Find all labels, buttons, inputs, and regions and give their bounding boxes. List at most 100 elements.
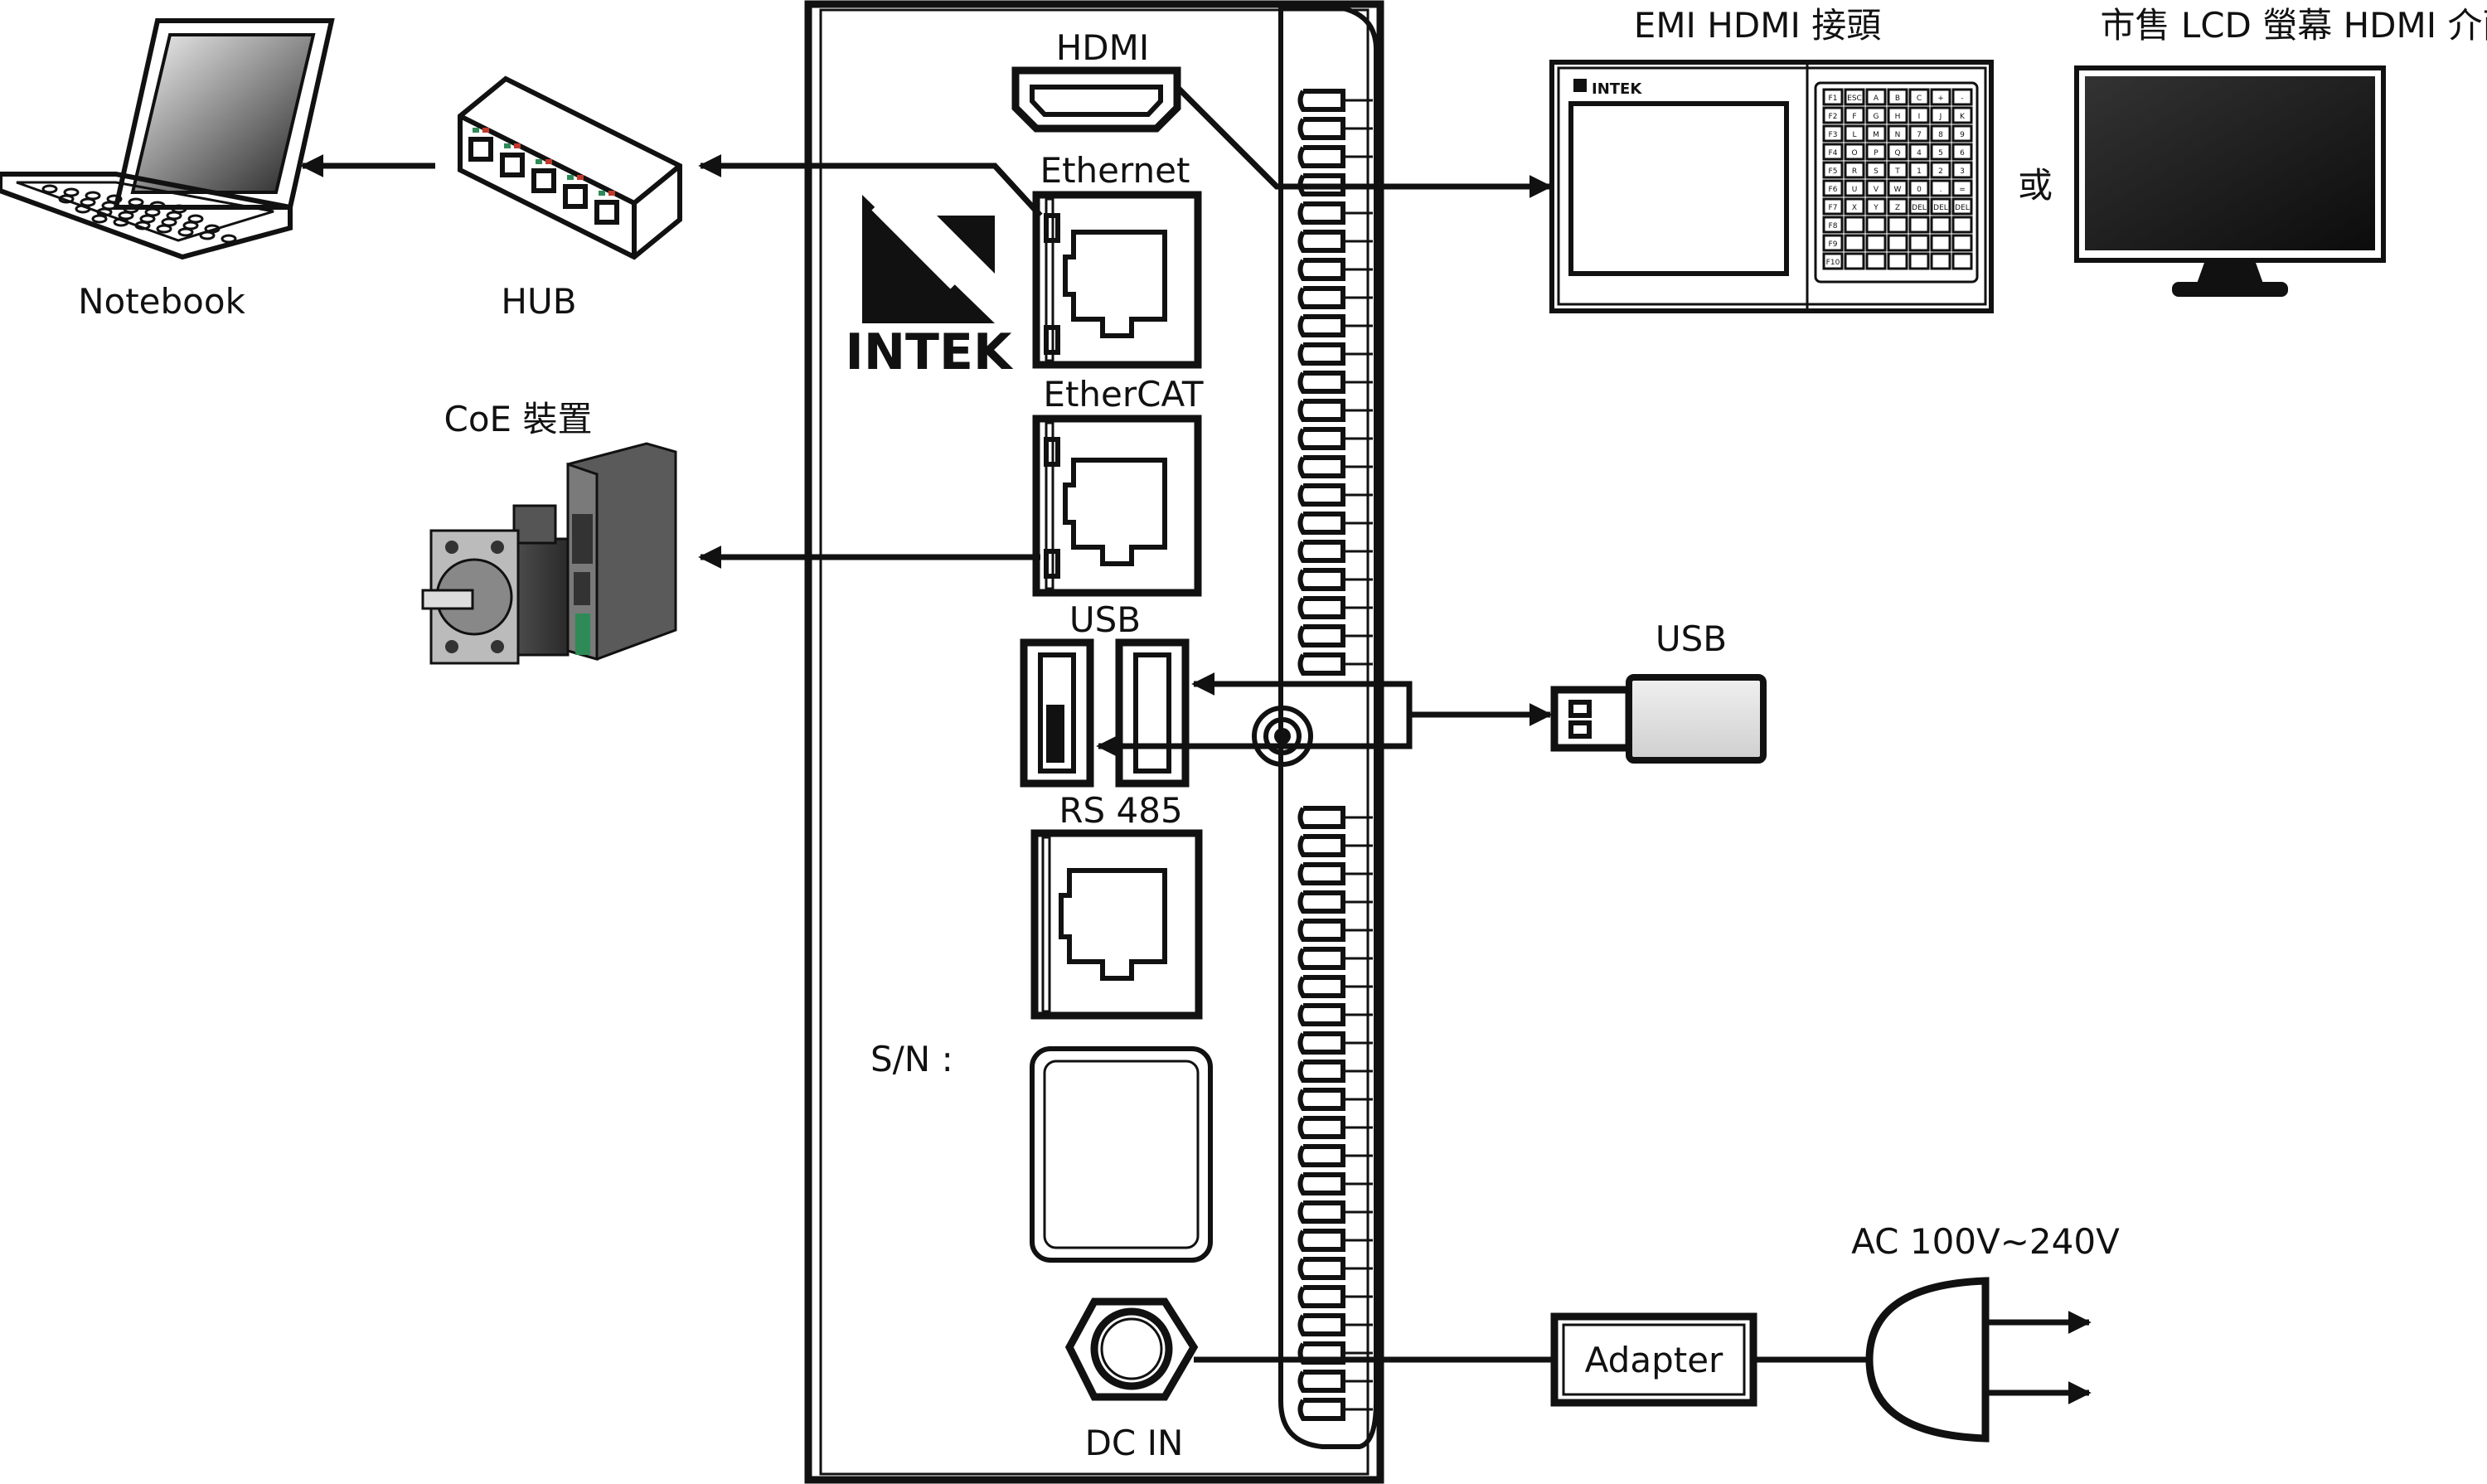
hdmi-port[interactable]: HDMI [1011, 27, 1181, 133]
keypad-key-label: Q [1894, 149, 1900, 158]
ethernet-port[interactable]: Ethernet [1032, 150, 1202, 369]
heatsink-fin [1297, 806, 1345, 829]
keypad-key-label: 7 [1917, 131, 1922, 139]
hub-led [577, 175, 584, 180]
heatsink-fin [1297, 834, 1345, 857]
keypad-key [1908, 106, 1930, 124]
heatsink-fin [1297, 371, 1345, 394]
notebook-keyboard [41, 184, 237, 244]
heatsink-fin [1297, 258, 1345, 281]
hub-port [594, 200, 619, 225]
keypad-key-label: A [1874, 95, 1879, 103]
keypad-key-label: F7 [1829, 204, 1838, 212]
keypad-key [1930, 88, 1951, 106]
rs485-port[interactable]: RS 485 [1030, 790, 1203, 1020]
ac-plug: AC 100V~240V [1851, 1221, 2120, 1443]
notebook-key [58, 194, 75, 204]
keypad-key-label: F4 [1829, 149, 1838, 158]
heatsink-fin [1297, 1200, 1345, 1224]
keypad-key-label: V [1874, 186, 1879, 194]
keypad-key-label: 6 [1960, 149, 1965, 158]
ac-power-label: AC 100V~240V [1851, 1221, 2120, 1262]
keypad-key [1930, 252, 1951, 270]
notebook-key [221, 234, 237, 244]
hub-led [482, 128, 489, 133]
heatsink-fin [1297, 342, 1345, 366]
keypad-key-label: L [1852, 131, 1856, 139]
keypad-key [1887, 161, 1908, 179]
keypad-key [1930, 216, 1951, 234]
keypad-key-label: + [1937, 95, 1944, 103]
rs485-label: RS 485 [1059, 790, 1182, 831]
keypad-key [1822, 143, 1844, 161]
heatsink-fin [1297, 117, 1345, 140]
or-label: 或 [2018, 165, 2053, 206]
hdmi-label: HDMI [1056, 27, 1150, 68]
keypad-key [1930, 234, 1951, 252]
keypad-key [1951, 88, 1973, 106]
heatsink-fin [1297, 1060, 1345, 1083]
keypad-key [1844, 252, 1865, 270]
keypad-key [1844, 143, 1865, 161]
hub-port [531, 168, 556, 193]
notebook-key [177, 227, 194, 237]
hub-led [608, 191, 615, 196]
keypad-key [1865, 106, 1887, 124]
hub-led [504, 143, 511, 148]
keypad-key-label: P [1874, 149, 1879, 158]
keypad-key [1865, 124, 1887, 143]
notebook-key [75, 204, 91, 214]
heatsink-fin [1297, 568, 1345, 591]
keypad-key [1822, 161, 1844, 179]
coe-label: CoE 裝置 [444, 399, 593, 439]
hub-port [468, 137, 493, 162]
hub-port [500, 153, 525, 177]
keypad-key [1951, 252, 1973, 270]
keypad-key [1822, 106, 1844, 124]
keypad-key [1951, 161, 1973, 179]
keypad-key-label: K [1960, 113, 1966, 121]
heatsink-fin [1297, 1031, 1345, 1055]
keypad-key-label: W [1894, 186, 1902, 194]
keypad-key [1844, 216, 1865, 234]
keypad-key [1865, 88, 1887, 106]
keypad-key [1844, 197, 1865, 216]
keypad-key [1865, 143, 1887, 161]
usb-port-label: USB [1069, 599, 1141, 640]
keypad-key [1887, 179, 1908, 197]
heatsink-fin [1297, 201, 1345, 225]
heatsink-fin [1297, 314, 1345, 337]
dc-in-jack[interactable]: DC IN [1064, 1297, 1199, 1463]
keypad-key [1844, 106, 1865, 124]
hub-led [599, 191, 605, 196]
heatsink-fin [1297, 455, 1345, 478]
heatsink-fin [1297, 483, 1345, 507]
heatsink-fin [1297, 1144, 1345, 1167]
keypad-key-label: S [1874, 167, 1879, 176]
keypad-key [1822, 179, 1844, 197]
heatsink-fin [1297, 975, 1345, 998]
keypad-key [1951, 197, 1973, 216]
keypad-key-label: N [1895, 131, 1901, 139]
keypad-key-label: X [1852, 204, 1857, 212]
keypad-key [1865, 197, 1887, 216]
keypad-key [1951, 143, 1973, 161]
usb-ports[interactable]: USB [1020, 599, 1190, 788]
keypad-key [1887, 234, 1908, 252]
keypad-key [1844, 88, 1865, 106]
heatsink-fin [1297, 652, 1345, 676]
keypad-key [1951, 124, 1973, 143]
keypad-key [1822, 252, 1844, 270]
ethercat-port[interactable]: EtherCAT [1032, 374, 1204, 597]
heatsink-fin [1297, 1229, 1345, 1252]
keypad-key [1951, 106, 1973, 124]
intek-logo: INTEK [846, 195, 1014, 381]
keypad-key-label: I [1918, 113, 1921, 121]
serial-number-label: S/N : [870, 1039, 953, 1079]
keypad-key-label: DEL [1912, 204, 1927, 212]
heatsink-fin [1297, 1116, 1345, 1139]
coe-device: CoE 裝置 [421, 399, 677, 665]
keypad-key [1887, 197, 1908, 216]
